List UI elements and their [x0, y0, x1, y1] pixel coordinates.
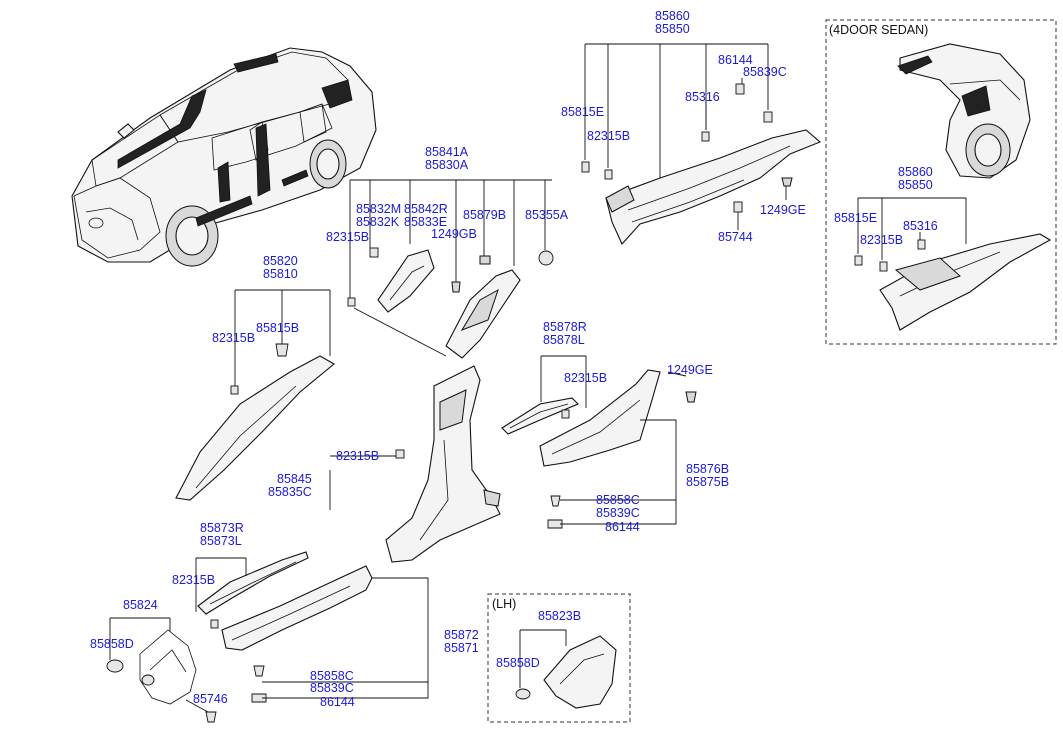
label-82315b-c: 82315B: [564, 371, 607, 385]
clip-icon: [347, 297, 356, 307]
kick-panel-assembly: [106, 617, 217, 723]
sedan-inset-frame: [825, 19, 1057, 345]
clip-icon: [701, 131, 710, 142]
label-85860: 85860: [655, 9, 690, 23]
label-1249ge: 1249GE: [760, 203, 806, 217]
label-85879b: 85879B: [463, 208, 506, 222]
rear-scuff-assembly: [501, 355, 697, 529]
label-85835c: 85835C: [268, 485, 312, 499]
label-1249gb: 1249GB: [431, 227, 477, 241]
front-scuff-assembly: [195, 551, 429, 703]
label-85355a: 85355A: [525, 208, 569, 222]
clip-icon: [763, 111, 773, 123]
label-85842r: 85842R: [404, 202, 448, 216]
clip-icon: [369, 247, 379, 258]
lh-inset-title: (LH): [492, 597, 516, 611]
label-85810: 85810: [263, 267, 298, 281]
label-82315b: 82315B: [587, 129, 630, 143]
clip-icon: [538, 250, 554, 266]
label-85824: 85824: [123, 598, 158, 612]
sedan-illustration: [854, 43, 1052, 331]
label-85841a: 85841A: [425, 145, 469, 159]
clip-icon: [230, 385, 239, 395]
quarter-trim-assembly: [581, 43, 822, 245]
label-85878r: 85878R: [543, 320, 587, 334]
clip-icon: [604, 169, 613, 180]
label-85872: 85872: [444, 628, 479, 642]
label-82315b-pillar: 82315B: [326, 230, 369, 244]
clip-icon: [106, 659, 124, 673]
vehicle-illustration: [71, 47, 377, 267]
label-82315b-s: 82315B: [172, 573, 215, 587]
label-85746: 85746: [193, 692, 228, 706]
b-pillar-lower-assembly: [329, 365, 501, 563]
clip-icon: [735, 83, 745, 95]
clip-icon: [854, 255, 863, 266]
sedan-label-85815e: 85815E: [834, 211, 877, 225]
clip-icon: [205, 711, 217, 723]
lh-label-85823b: 85823B: [538, 609, 581, 623]
label-85316: 85316: [685, 90, 720, 104]
clip-icon: [917, 239, 926, 250]
clip-icon: [275, 343, 289, 357]
label-85858c-c: 85858C: [596, 493, 640, 507]
clip-icon: [561, 409, 570, 419]
label-1249ge-c: 1249GE: [667, 363, 713, 377]
sedan-label-85850: 85850: [898, 178, 933, 192]
sedan-label-82315b: 82315B: [860, 233, 903, 247]
label-85839c-s: 85839C: [310, 681, 354, 695]
a-pillar-trim-assembly: [175, 289, 335, 501]
clip-icon: [210, 619, 219, 629]
label-86144-s: 86144: [320, 695, 355, 709]
clip-icon: [547, 519, 563, 529]
label-85858d: 85858D: [90, 637, 134, 651]
label-85845: 85845: [277, 472, 312, 486]
bolt-icon: [451, 281, 461, 293]
label-82315b-a: 82315B: [212, 331, 255, 345]
clip-icon: [141, 674, 155, 686]
clip-icon: [253, 665, 265, 677]
label-85839c: 85839C: [743, 65, 787, 79]
label-85839c-c: 85839C: [596, 506, 640, 520]
lh-inset-frame: [487, 593, 631, 723]
sedan-inset-title: (4DOOR SEDAN): [829, 23, 928, 37]
label-85873r: 85873R: [200, 521, 244, 535]
label-85832m: 85832M: [356, 202, 401, 216]
label-85832k: 85832K: [356, 215, 400, 229]
label-85876b: 85876B: [686, 462, 729, 476]
lh-kick-panel: [515, 629, 617, 709]
label-85871: 85871: [444, 641, 479, 655]
label-82315b-b: 82315B: [336, 449, 379, 463]
label-85815b: 85815B: [256, 321, 299, 335]
bolt-icon: [685, 391, 697, 403]
label-85744: 85744: [718, 230, 753, 244]
label-85830a: 85830A: [425, 158, 469, 172]
label-85820: 85820: [263, 254, 298, 268]
label-85850: 85850: [655, 22, 690, 36]
label-85833e: 85833E: [404, 215, 447, 229]
clip-icon: [251, 693, 267, 703]
label-85815e: 85815E: [561, 105, 604, 119]
bolt-icon: [781, 177, 793, 187]
label-86144: 86144: [718, 53, 753, 67]
clip-icon: [879, 261, 888, 272]
label-86144-c: 86144: [605, 520, 640, 534]
clip-icon: [395, 449, 405, 459]
clip-icon: [515, 688, 531, 700]
clip-icon: [581, 161, 590, 173]
sedan-label-85316: 85316: [903, 219, 938, 233]
label-85873l: 85873L: [200, 534, 242, 548]
label-85878l: 85878L: [543, 333, 585, 347]
clip-icon: [479, 255, 491, 265]
center-pillar-upper-assembly: [347, 179, 554, 359]
label-85858c-s: 85858C: [310, 669, 354, 683]
lh-label-85858d: 85858D: [496, 656, 540, 670]
label-85875b: 85875B: [686, 475, 729, 489]
sedan-label-85860: 85860: [898, 165, 933, 179]
clip-icon: [733, 201, 743, 213]
clip-icon: [550, 495, 561, 507]
